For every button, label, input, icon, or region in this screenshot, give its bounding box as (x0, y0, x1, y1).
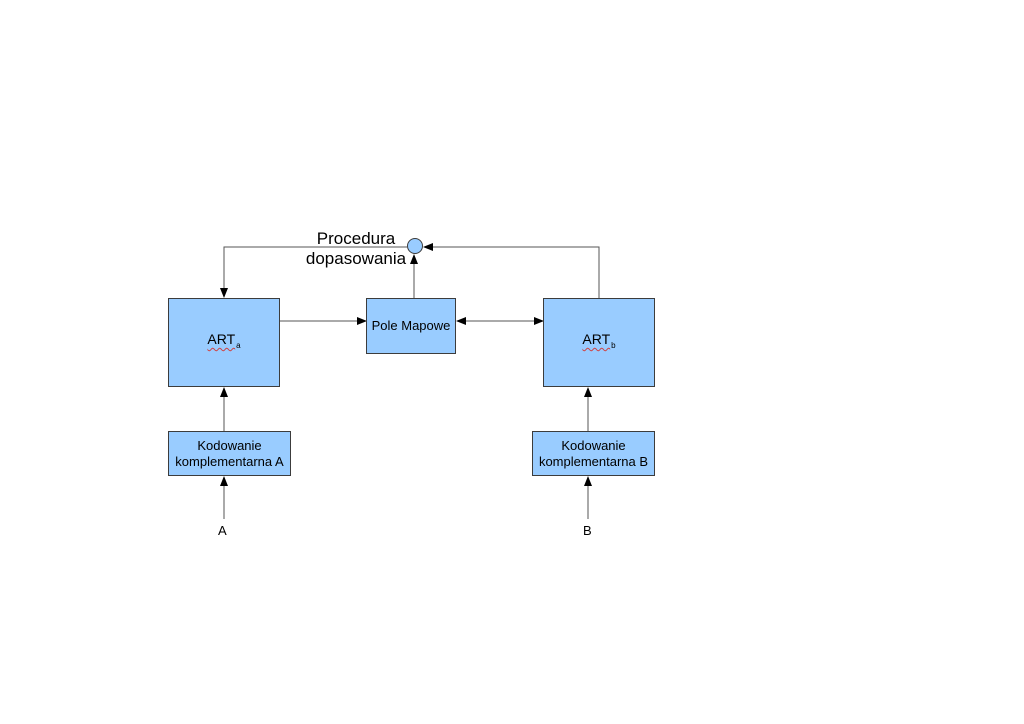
art-a-label: ARTa (207, 331, 240, 354)
coding-b-line1: Kodowanie (561, 437, 626, 453)
art-a-box: ARTa (168, 298, 280, 387)
map-field-box: Pole Mapowe (366, 298, 456, 354)
arrow-art-b-to-match-node (423, 243, 600, 298)
coding-b-box: Kodowanie komplementarna B (532, 431, 655, 476)
coding-a-line1: Kodowanie (197, 437, 262, 453)
art-b-label: ARTb (582, 331, 615, 354)
art-a-subscript: a (236, 341, 241, 350)
match-procedure-label-line2: dopasowania (305, 249, 407, 268)
art-b-box: ARTb (543, 298, 655, 387)
coding-b-line2: komplementarna B (538, 453, 649, 469)
arrow-match-node-to-art-a (220, 246, 407, 298)
art-b-subscript: b (611, 341, 616, 350)
input-b-label: B (583, 523, 592, 538)
art-a-main: ART (207, 331, 236, 347)
coding-a-line2: komplementarna A (175, 453, 284, 469)
match-procedure-node (407, 238, 423, 254)
coding-a-box: Kodowanie komplementarna A (168, 431, 291, 476)
art-b-main: ART (582, 331, 611, 347)
match-procedure-label: Procedura dopasowania (296, 229, 416, 269)
map-field-label: Pole Mapowe (371, 318, 451, 333)
input-a-label: A (218, 523, 227, 538)
match-procedure-label-line1: Procedura (316, 229, 396, 248)
